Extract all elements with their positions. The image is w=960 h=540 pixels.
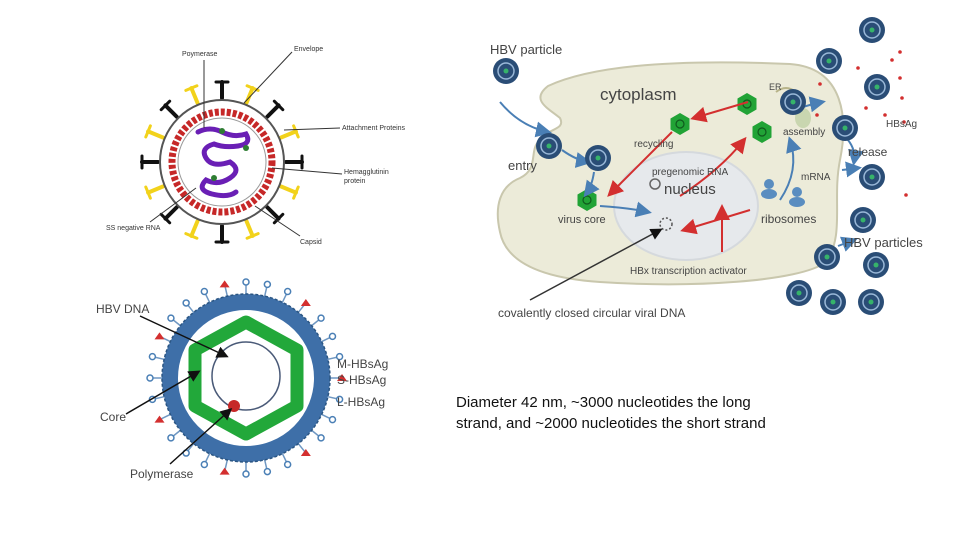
s-hbsag-protein bbox=[283, 287, 292, 296]
virion-label-polymerase: Poymerase bbox=[182, 51, 218, 58]
s-hbsag-protein bbox=[263, 467, 272, 476]
s-hbsag-protein bbox=[335, 352, 344, 361]
envelope-spike bbox=[163, 103, 179, 119]
l-hbsag-protein bbox=[154, 415, 165, 423]
label-hbsag: HBsAg bbox=[886, 119, 917, 130]
virus-core-hexagon bbox=[737, 93, 757, 115]
label-cccdna: covalently closed circular viral DNA bbox=[498, 306, 685, 320]
label-release: release bbox=[848, 145, 888, 159]
virus-core-hexagon bbox=[670, 113, 690, 135]
hbsag-particle bbox=[902, 120, 906, 124]
virion-label-capsid: Capsid bbox=[300, 239, 322, 246]
envelope-spike bbox=[163, 205, 179, 221]
hbv-label-core: Core bbox=[100, 410, 126, 424]
s-hbsag-protein bbox=[148, 352, 157, 361]
virion-label-hemagglutinin-2: protein bbox=[344, 178, 366, 185]
attachment-spike bbox=[146, 184, 165, 195]
label-mrna: mRNA bbox=[801, 172, 831, 183]
hbv-dna-circle bbox=[211, 341, 281, 411]
s-hbsag-protein bbox=[335, 395, 344, 404]
hbsag-particle bbox=[815, 113, 819, 117]
s-hbsag-protein bbox=[167, 314, 175, 322]
l-hbsag-protein bbox=[337, 374, 347, 381]
hbsag-particle bbox=[818, 82, 822, 86]
label-recycling: recycling bbox=[634, 139, 673, 150]
s-hbsag-protein bbox=[167, 434, 175, 442]
caption: Diameter 42 nm, ~3000 nucleotides the lo… bbox=[456, 392, 836, 434]
hbsag-particle bbox=[856, 66, 860, 70]
s-hbsag-protein bbox=[200, 460, 209, 469]
label-nucleus: nucleus bbox=[664, 181, 716, 198]
label-assembly: assembly bbox=[783, 127, 825, 138]
hbsag-particle bbox=[883, 113, 887, 117]
attachment-spike bbox=[244, 219, 255, 238]
virion-label-envelope: Envelope bbox=[294, 46, 323, 53]
cccdna-circle bbox=[659, 217, 673, 231]
l-hbsag-protein bbox=[300, 449, 311, 457]
s-hbsag-protein bbox=[242, 278, 250, 286]
label-hbv-particle: HBV particle bbox=[490, 42, 562, 57]
attachment-spike bbox=[244, 86, 255, 105]
attachment-spike bbox=[279, 184, 298, 195]
label-hbx: HBx transcription activator bbox=[630, 266, 747, 277]
caption-line-1: Diameter 42 nm, ~3000 nucleotides the lo… bbox=[456, 394, 751, 411]
s-hbsag-protein bbox=[200, 287, 209, 296]
hbv-label-s-hbsag: S-HBsAg bbox=[337, 373, 386, 387]
s-hbsag-protein bbox=[328, 415, 337, 424]
s-hbsag-protein bbox=[317, 314, 325, 322]
hbv-label-l-hbsag: L-HBsAg bbox=[337, 395, 385, 409]
s-hbsag-protein bbox=[283, 460, 292, 469]
l-hbsag-protein bbox=[154, 332, 165, 340]
virion-rna-strand bbox=[195, 126, 251, 199]
hbv-label-m-hbsag: M-HBsAg bbox=[337, 357, 388, 371]
s-hbsag-protein bbox=[263, 280, 272, 289]
attachment-spike bbox=[279, 129, 298, 140]
hbv-envelope bbox=[162, 294, 330, 462]
hbsag-particle bbox=[904, 193, 908, 197]
virion-label-hemagglutinin-1: Hemagglutinin bbox=[344, 169, 389, 176]
hbsag-particle bbox=[898, 76, 902, 80]
ribosome-1 bbox=[761, 179, 777, 199]
label-entry: entry bbox=[508, 158, 537, 173]
s-hbsag-protein bbox=[242, 470, 250, 478]
label-cytoplasm: cytoplasm bbox=[600, 85, 677, 104]
virion-polymerase-dot bbox=[219, 128, 225, 134]
attachment-spike bbox=[189, 219, 200, 238]
label-virus-core: virus core bbox=[558, 214, 606, 226]
l-hbsag-protein bbox=[219, 467, 230, 475]
virion-envelope bbox=[159, 99, 285, 225]
l-hbsag-protein bbox=[219, 280, 230, 288]
envelope-spike bbox=[265, 205, 281, 221]
s-hbsag-protein bbox=[146, 374, 154, 382]
l-hbsag-protein bbox=[300, 298, 311, 306]
hbv-core-capsid bbox=[188, 315, 304, 441]
hbsag-particle bbox=[864, 106, 868, 110]
caption-line-2: strand, and ~2000 nucleotides the short … bbox=[456, 415, 766, 432]
hbsag-particle bbox=[890, 58, 894, 62]
label-pregenomic-rna: pregenomic RNA bbox=[652, 167, 728, 178]
hbsag-particle bbox=[898, 50, 902, 54]
hbv-label-dna: HBV DNA bbox=[96, 302, 149, 316]
ribosome-2 bbox=[789, 187, 805, 207]
s-hbsag-protein bbox=[317, 434, 325, 442]
s-hbsag-protein bbox=[328, 332, 337, 341]
label-er: ER bbox=[769, 82, 782, 92]
virus-core-hexagon bbox=[752, 121, 772, 143]
virion-label-attachment: Attachment Proteins bbox=[342, 125, 406, 132]
s-hbsag-protein bbox=[182, 299, 190, 307]
hbsag-particle bbox=[900, 96, 904, 100]
label-hbv-particles: HBV particles bbox=[844, 235, 923, 250]
virion-capsid-ring bbox=[168, 108, 276, 216]
label-ribosomes: ribosomes bbox=[761, 212, 816, 226]
attachment-spike bbox=[146, 129, 165, 140]
attachment-spike bbox=[189, 86, 200, 105]
virion-label-rna: SS negative RNA bbox=[106, 225, 161, 232]
envelope-spike bbox=[265, 103, 281, 119]
hbv-label-polymerase: Polymerase bbox=[130, 467, 194, 481]
